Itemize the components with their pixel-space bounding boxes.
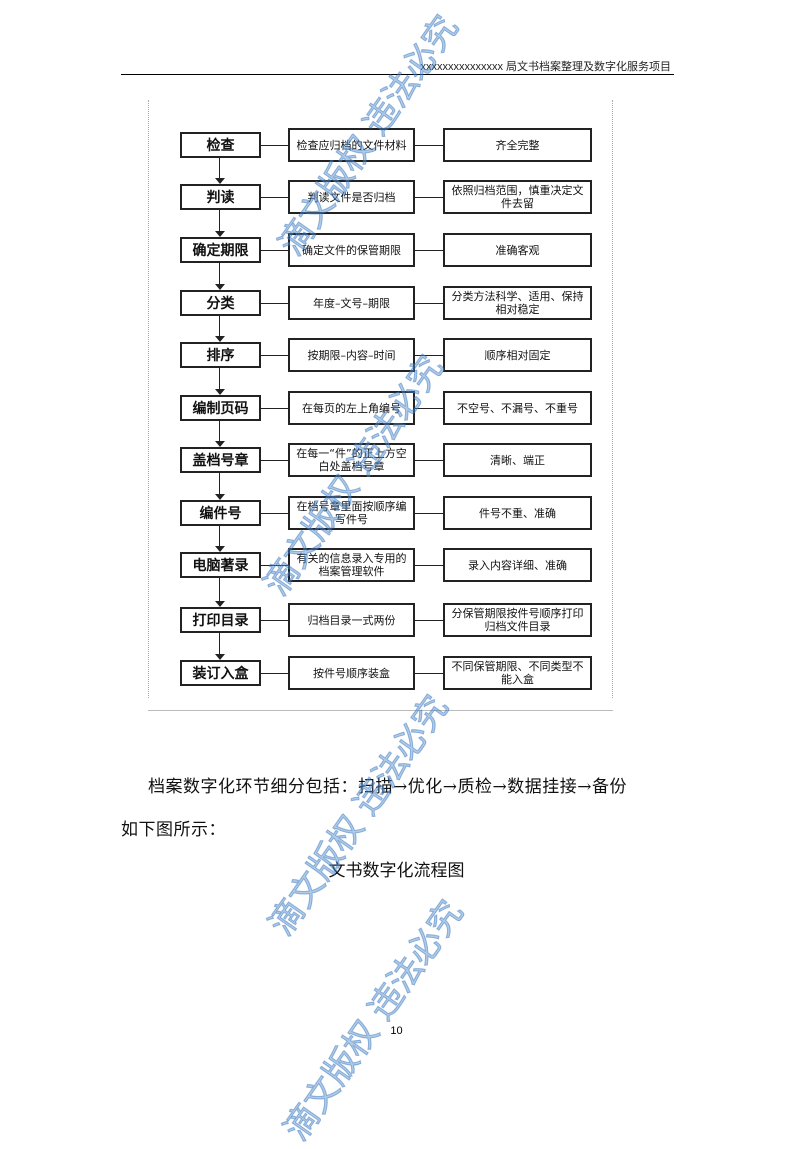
flow-connector	[415, 513, 443, 514]
flow-connector	[415, 408, 443, 409]
flow-down-connector	[219, 578, 220, 601]
flow-requirement-box: 不空号、不漏号、不重号	[443, 391, 592, 425]
flow-connector	[261, 673, 288, 674]
flow-down-connector	[219, 158, 220, 178]
flow-action-box: 在每一“件”的正上方空白处盖档号章	[288, 443, 415, 477]
arrow-down-icon	[215, 654, 225, 660]
arrow-down-icon	[215, 231, 225, 237]
flow-step-box: 检查	[180, 132, 261, 158]
figure-caption: 文书数字化流程图	[328, 861, 465, 881]
flow-connector	[415, 673, 443, 674]
flow-down-connector	[219, 368, 220, 389]
figure-bottom-rule	[148, 710, 613, 711]
flow-action-box: 归档目录一式两份	[288, 603, 415, 637]
flow-connector	[261, 145, 288, 146]
flow-connector	[415, 460, 443, 461]
flow-requirement-box: 依照归档范围，慎重决定文件去留	[443, 180, 592, 214]
flow-step-box: 排序	[180, 342, 261, 368]
flow-action-box: 判读文件是否归档	[288, 180, 415, 214]
arrow-down-icon	[215, 178, 225, 184]
flow-step-box: 盖档号章	[180, 447, 261, 473]
flow-connector	[261, 513, 288, 514]
flow-action-box: 在每页的左上角编号	[288, 391, 415, 425]
watermark-text: 滴文版权 违法必究	[276, 893, 472, 1149]
flow-step-box: 判读	[180, 184, 261, 210]
flow-step-box: 分类	[180, 290, 261, 316]
header-title: xxxxxxxxxxxxxxx 局文书档案整理及数字化服务项目	[420, 61, 671, 73]
flow-connector	[261, 408, 288, 409]
flow-down-connector	[219, 421, 220, 441]
flow-requirement-box: 准确客观	[443, 233, 592, 267]
arrow-down-icon	[215, 494, 225, 500]
flow-connector	[261, 250, 288, 251]
flow-action-box: 按件号顺序装盒	[288, 656, 415, 690]
arrow-down-icon	[215, 389, 225, 395]
arrow-down-icon	[215, 441, 225, 447]
flow-requirement-box: 清晰、端正	[443, 443, 592, 477]
arrow-down-icon	[215, 336, 225, 342]
flow-down-connector	[219, 473, 220, 494]
flow-action-box: 检查应归档的文件材料	[288, 128, 415, 162]
flow-step-box: 打印目录	[180, 607, 261, 633]
flow-connector	[415, 303, 443, 304]
flow-connector	[415, 250, 443, 251]
flow-connector	[415, 197, 443, 198]
flow-step-box: 电脑著录	[180, 552, 261, 578]
flow-action-box: 按期限–内容–时间	[288, 338, 415, 372]
flow-down-connector	[219, 633, 220, 654]
arrow-down-icon	[215, 546, 225, 552]
flow-down-connector	[219, 263, 220, 284]
flow-step-box: 确定期限	[180, 237, 261, 263]
flow-action-box: 在档号章里面按顺序编写件号	[288, 496, 415, 530]
flowchart-figure	[148, 100, 613, 698]
flow-connector	[261, 460, 288, 461]
flow-connector	[261, 197, 288, 198]
flow-connector	[261, 355, 288, 356]
digitization-paragraph-line2: 如下图所示：	[121, 820, 226, 840]
flow-down-connector	[219, 210, 220, 231]
flow-action-box: 确定文件的保管期限	[288, 233, 415, 267]
flow-connector	[261, 565, 288, 566]
page-number: 10	[390, 1025, 403, 1037]
arrow-down-icon	[215, 601, 225, 607]
flow-requirement-box: 齐全完整	[443, 128, 592, 162]
flow-connector	[261, 620, 288, 621]
flow-requirement-box: 分保管期限按件号顺序打印归档文件目录	[443, 603, 592, 637]
flow-connector	[415, 565, 443, 566]
digitization-paragraph-line1: 档案数字化环节细分包括：扫描→优化→质检→数据挂接→备份	[148, 777, 627, 797]
flow-down-connector	[219, 526, 220, 546]
flow-action-box: 年度–文号–期限	[288, 286, 415, 320]
flow-step-box: 编制页码	[180, 395, 261, 421]
flow-action-box: 有关的信息录入专用的档案管理软件	[288, 548, 415, 582]
watermark-text: 滴文版权 违法必究	[261, 688, 457, 944]
flow-requirement-box: 顺序相对固定	[443, 338, 592, 372]
flow-requirement-box: 件号不重、准确	[443, 496, 592, 530]
header-rule	[121, 74, 674, 75]
flow-step-box: 装订入盒	[180, 660, 261, 686]
flow-connector	[261, 303, 288, 304]
flow-requirement-box: 分类方法科学、适用、保持相对稳定	[443, 286, 592, 320]
flow-requirement-box: 不同保管期限、不同类型不能入盒	[443, 656, 592, 690]
flow-connector	[415, 355, 443, 356]
flow-connector	[415, 620, 443, 621]
flow-down-connector	[219, 316, 220, 336]
arrow-down-icon	[215, 284, 225, 290]
flow-connector	[415, 145, 443, 146]
flow-step-box: 编件号	[180, 500, 261, 526]
flow-requirement-box: 录入内容详细、准确	[443, 548, 592, 582]
